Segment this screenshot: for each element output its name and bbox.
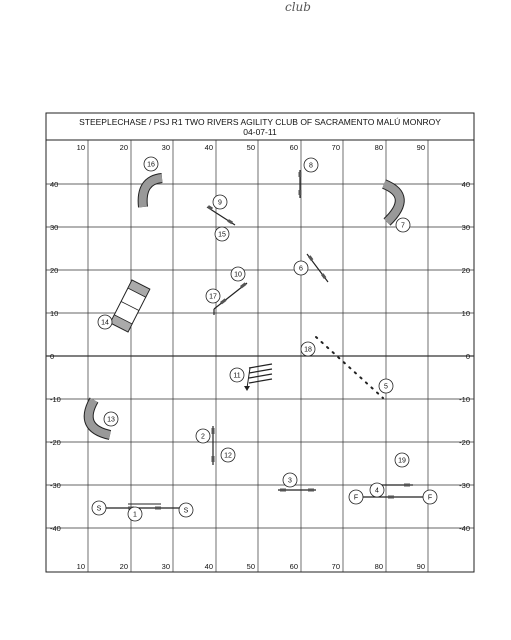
axis-ticks: 1010202030304040505060607070808090904030…: [50, 143, 470, 571]
x-tick-top: 40: [205, 143, 213, 152]
y-tick-right: 10: [462, 309, 470, 318]
x-tick-bottom: 70: [332, 562, 340, 571]
x-tick-bottom: 40: [205, 562, 213, 571]
jump-6: 6: [293, 253, 329, 283]
y-tick-right: 30: [462, 223, 470, 232]
x-tick-top: 20: [120, 143, 128, 152]
x-tick-bottom: 20: [120, 562, 128, 571]
finish-marker-left: F: [354, 495, 358, 502]
obstacle-label-8: 8: [309, 163, 313, 170]
tunnel-13: 13: [83, 397, 119, 440]
a-frame-14: [109, 279, 151, 333]
map-frame: [45, 112, 475, 573]
obstacle-label-16: 16: [147, 162, 155, 169]
obstacle-label-6: 6: [299, 266, 303, 273]
obstacle-label-2: 2: [201, 434, 205, 441]
jump-2-12: 2 12: [195, 426, 236, 465]
x-tick-bottom: 90: [417, 562, 425, 571]
y-tick-left: 30: [50, 223, 58, 232]
jump-bars-11: 11: [229, 363, 273, 391]
y-tick-left: -10: [50, 395, 61, 404]
obstacle-label-15: 15: [218, 232, 226, 239]
finish-marker-right: F: [428, 495, 432, 502]
start-marker-left: S: [97, 506, 102, 513]
y-tick-left: 10: [50, 309, 58, 318]
obstacle-label-19: 19: [398, 458, 406, 465]
y-tick-left: 20: [50, 266, 58, 275]
obstacle-label-5: 5: [384, 384, 388, 391]
jump-19: 19: [394, 452, 410, 468]
y-tick-right: 40: [462, 180, 470, 189]
x-tick-bottom: 60: [290, 562, 298, 571]
obstacle-label-18: 18: [304, 347, 312, 354]
x-tick-top: 50: [247, 143, 255, 152]
y-tick-left: 40: [50, 180, 58, 189]
x-tick-bottom: 80: [375, 562, 383, 571]
y-tick-left: -40: [50, 524, 61, 533]
x-tick-bottom: 10: [77, 562, 85, 571]
x-tick-top: 10: [77, 143, 85, 152]
obstacle-label-3: 3: [288, 478, 292, 485]
weave-poles-18-5: 18 5: [300, 336, 394, 399]
obstacle-label-9: 9: [218, 200, 222, 207]
course-date: 04-07-11: [243, 127, 277, 137]
obstacle-label-12: 12: [224, 453, 232, 460]
x-tick-bottom: 50: [247, 562, 255, 571]
x-tick-bottom: 30: [162, 562, 170, 571]
obstacle-label-1: 1: [133, 512, 137, 519]
obstacle-label-11: 11: [233, 373, 240, 380]
x-tick-top: 30: [162, 143, 170, 152]
obstacle-label-13: 13: [107, 417, 115, 424]
x-tick-top: 70: [332, 143, 340, 152]
jump-10-17: 10 17: [205, 266, 248, 315]
start-marker-right: S: [184, 508, 189, 515]
jump-8: 8: [298, 157, 319, 198]
x-tick-top: 80: [375, 143, 383, 152]
obstacle-label-10: 10: [234, 272, 242, 279]
y-tick-right: 20: [462, 266, 470, 275]
jump-4-finish: 4 F F: [348, 482, 438, 505]
tunnel-7: 7: [381, 179, 411, 233]
x-tick-top: 60: [290, 143, 298, 152]
y-tick-right: -30: [459, 481, 470, 490]
y-tick-left: 0: [50, 352, 54, 361]
obstacle-label-14: 14: [101, 320, 109, 327]
handwritten-note: club: [285, 0, 311, 14]
obstacle-label-4: 4: [375, 488, 379, 495]
jump-3: 3: [278, 472, 316, 492]
x-tick-top: 90: [417, 143, 425, 152]
obstacle-label-7: 7: [401, 223, 405, 230]
y-tick-right: -20: [459, 438, 470, 447]
y-tick-right: -40: [459, 524, 470, 533]
y-tick-right: -10: [459, 395, 470, 404]
jump-1-start: S S 1: [91, 500, 194, 522]
y-tick-left: -30: [50, 481, 61, 490]
y-tick-left: -20: [50, 438, 61, 447]
grid-lines: [46, 140, 474, 572]
tunnel-16: 16: [137, 156, 163, 208]
course-title: STEEPLECHASE / PSJ R1 TWO RIVERS AGILITY…: [79, 117, 441, 127]
jump-9-15: 9 15: [206, 194, 236, 242]
y-tick-right: 0: [466, 352, 470, 361]
obstacle-label-17: 17: [209, 294, 217, 301]
